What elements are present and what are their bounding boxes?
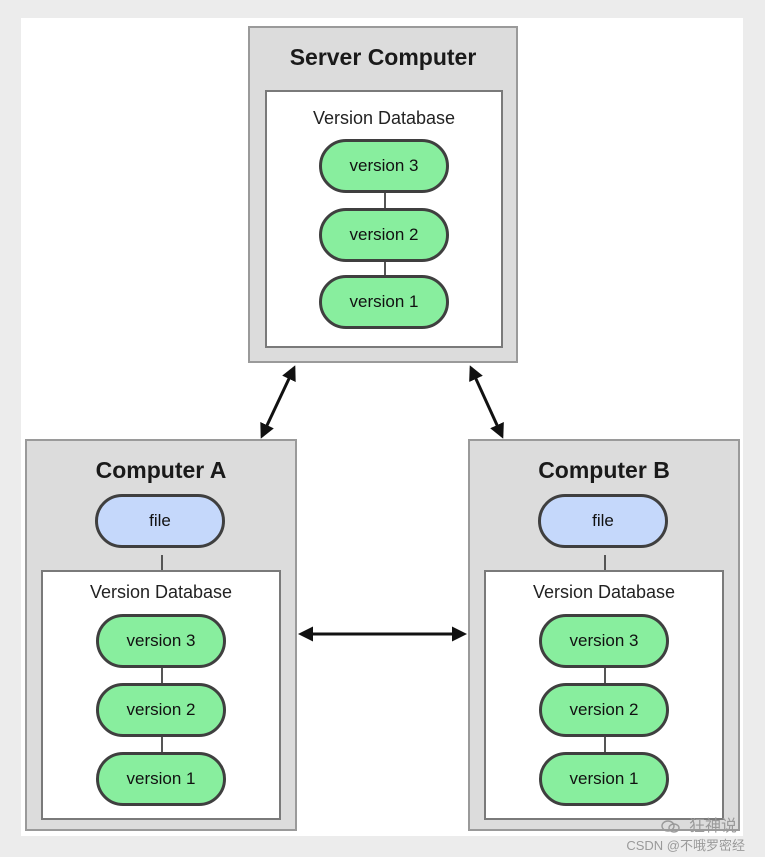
computer-a-box: Computer A file Version Database version…	[25, 439, 297, 831]
computer-b-version-1: version 1	[539, 752, 669, 806]
computer-b-title: Computer B	[538, 457, 670, 483]
server-version-database: Version Database version 3 version 2 ver…	[265, 90, 503, 348]
computer-a-db-label: Version Database	[89, 582, 233, 602]
server-version-2: version 2	[319, 208, 449, 262]
computer-a-version-database: Version Database version 3 version 2 ver…	[41, 570, 281, 820]
wechat-icon	[660, 820, 680, 833]
server-db-label: Version Database	[312, 108, 456, 128]
diagram-canvas: Server Computer Version Database version…	[21, 18, 743, 836]
computer-a-version-1: version 1	[96, 752, 226, 806]
version-connector	[384, 260, 386, 280]
server-version-1: version 1	[319, 275, 449, 329]
watermark-brand-text: 狂神说	[688, 818, 737, 835]
arrow-server-computer-a	[260, 365, 296, 439]
computer-b-db-label: Version Database	[532, 582, 676, 602]
version-connector	[384, 192, 386, 212]
version-connector	[604, 666, 606, 686]
arrow-server-computer-b	[469, 365, 504, 439]
version-connector	[161, 735, 163, 755]
sync-arrows	[260, 365, 504, 642]
computer-b-version-2: version 2	[539, 683, 669, 737]
computer-a-version-2: version 2	[96, 683, 226, 737]
watermark-brand: 狂神说	[660, 812, 737, 836]
file-connector	[161, 555, 163, 571]
version-connector	[161, 666, 163, 686]
computer-b-file: file	[538, 494, 668, 548]
computer-b-box: Computer B file Version Database version…	[468, 439, 740, 831]
version-connector	[604, 735, 606, 755]
computer-b-version-3: version 3	[539, 614, 669, 668]
watermark-credit: CSDN @不哦罗密经	[626, 838, 745, 853]
computer-a-version-3: version 3	[96, 614, 226, 668]
computer-a-file: file	[95, 494, 225, 548]
computer-a-title: Computer A	[95, 457, 227, 483]
server-computer-box: Server Computer Version Database version…	[248, 26, 518, 363]
computer-b-version-database: Version Database version 3 version 2 ver…	[484, 570, 724, 820]
server-computer-title: Server Computer	[289, 44, 477, 70]
server-version-3: version 3	[319, 139, 449, 193]
file-connector	[604, 555, 606, 571]
